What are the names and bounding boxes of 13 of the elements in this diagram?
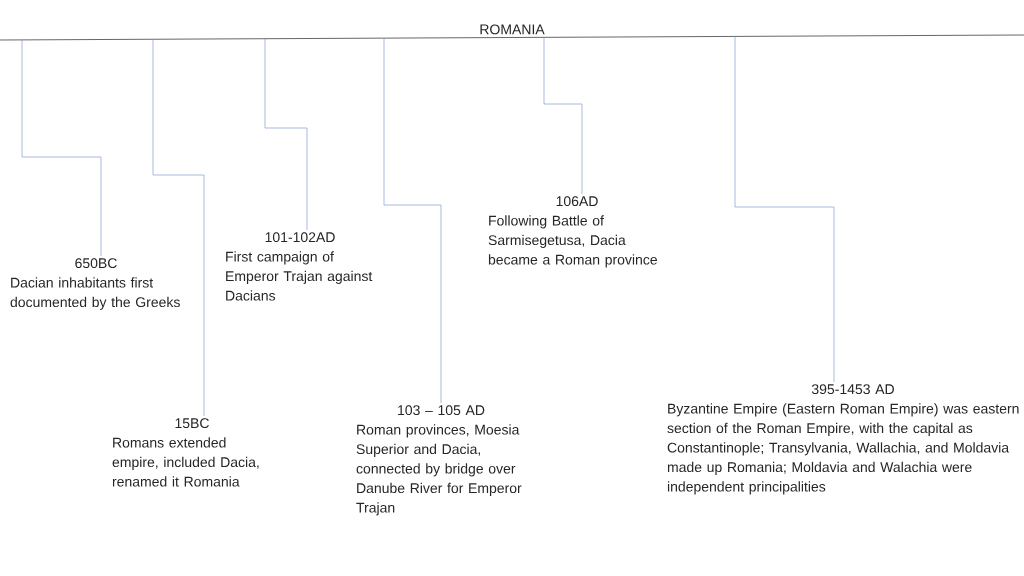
connector-line <box>152 38 205 417</box>
event-text: 101-102AD First campaign of Emperor Trajan against Dacians <box>226 232 373 301</box>
event-text: 103 – 105 AD Roman provinces, Moesia Superior and Dacia, connected by bridge over Danube River for Emperor Trajan <box>356 405 522 516</box>
event-text: 15BC Romans extended empire, included Dacia, renamed it Romania <box>112 418 259 487</box>
event-text: 650BC Dacian inhabitants first documented by the Greeks <box>10 258 180 310</box>
connector-line <box>734 36 835 383</box>
event-text: 106AD Following Battle of Sarmisegetusa, Dacia became a Roman province <box>488 196 657 268</box>
event-text: 395-1453 AD Byzantine Empire (Eastern Roman Empire) was eastern section of the Roman Empire, with the capital as Constantinople; Transylvania, Wallachia, and Moldavia made up Romania; Moldavia and Walachia were independent principalities <box>667 384 1019 495</box>
connector-line <box>383 37 442 404</box>
connector-line <box>543 37 583 195</box>
connector-line <box>21 39 102 257</box>
timeline-bar: ROMANIA <box>0 24 1024 41</box>
connector-line <box>264 38 308 231</box>
